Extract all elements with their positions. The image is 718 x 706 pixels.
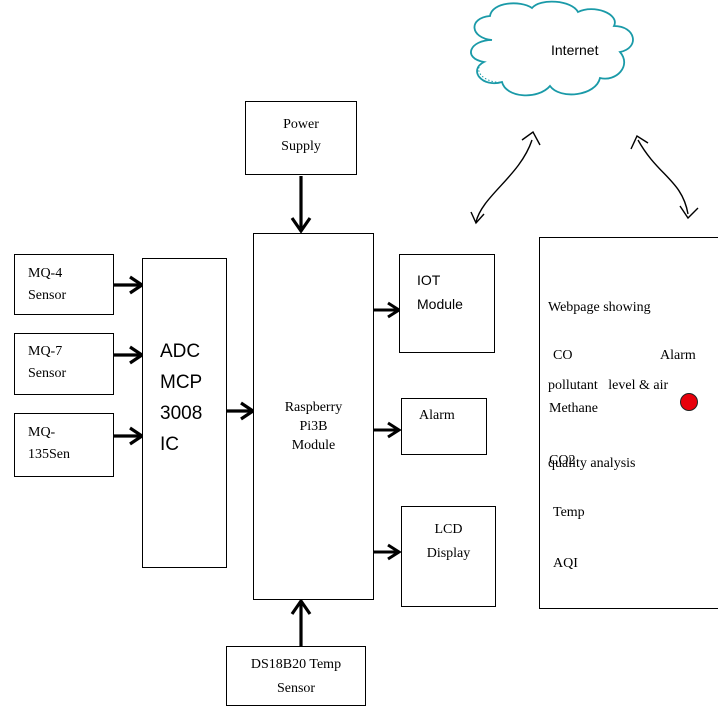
alarm-indicator-dot [680, 393, 698, 411]
bidir-arrow-right [637, 139, 689, 215]
adc-block [142, 258, 227, 568]
webpage-item-aqi: AQI [553, 556, 578, 571]
temp-sensor-label-line1: DS18B20 Temp [250, 657, 342, 672]
webpage-alarm-label: Alarm [660, 348, 696, 363]
adc-label-line1: ADC [160, 341, 201, 362]
mq7-sensor-label: MQ-7 Sensor [28, 341, 66, 385]
webpage-title-line3: quality analysis [548, 456, 636, 471]
lcd-display-block [401, 506, 496, 607]
webpage-title-line1: Webpage showing [548, 300, 651, 315]
webpage-item-temp: Temp [553, 505, 585, 520]
mq4-sensor-block [14, 254, 114, 315]
alarm-block [401, 398, 487, 455]
power-supply-label: Power Supply [245, 114, 357, 158]
raspberry-pi-block [253, 233, 374, 600]
iot-module-block [399, 254, 495, 353]
raspberry-label-line1: Raspberry [284, 400, 343, 415]
power-supply-block [245, 101, 357, 175]
raspberry-pi-label: Raspberry Pi3B Module [253, 398, 374, 455]
temp-sensor-label: DS18B20 Temp Sensor [226, 653, 366, 701]
mq4-sensor-label: MQ-4 Sensor [28, 263, 66, 307]
mq7-label-line2: Sensor [28, 366, 67, 381]
raspberry-label-line3: Module [291, 438, 336, 453]
internet-label: Internet [551, 42, 599, 58]
arrow-power-head [290, 217, 312, 234]
power-supply-label-line2: Supply [281, 139, 321, 154]
temp-sensor-label-line2: Sensor [276, 681, 316, 696]
mq135-label-line1: MQ- [28, 425, 56, 440]
mq135-sensor-block [14, 413, 114, 477]
adc-label-line3: 3008 [160, 403, 203, 424]
webpage-title: Webpage showing pollutant level & air qu… [548, 243, 668, 503]
webpage-item-methane: Methane [549, 401, 598, 416]
webpage-item-co: CO [553, 348, 573, 363]
mq135-label-line2: 135Sen [28, 447, 70, 462]
alarm-label: Alarm [419, 408, 455, 423]
mq7-sensor-block [14, 333, 114, 395]
lcd-label-line2: Display [426, 546, 471, 561]
lcd-label-line1: LCD [434, 522, 463, 537]
webpage-title-line2: pollutant level & air [548, 378, 669, 393]
adc-label-line2: MCP [160, 372, 203, 393]
mq4-label-line2: Sensor [28, 288, 67, 303]
lcd-display-label: LCD Display [401, 518, 496, 566]
mq135-sensor-label: MQ- 135Sen [28, 422, 70, 466]
iot-label-line2: Module [417, 296, 463, 312]
webpage-item-co2: CO2 [549, 453, 576, 468]
power-supply-label-line1: Power [283, 117, 319, 132]
adc-label-line4: IC [160, 434, 179, 455]
webpage-panel [539, 237, 718, 609]
mq4-label-line1: MQ-4 [28, 266, 63, 281]
mq7-label-line1: MQ-7 [28, 344, 63, 359]
internet-cloud-shape [470, 0, 634, 97]
iot-module-label: IOT Module [417, 268, 463, 316]
adc-label: ADC MCP 3008 IC [160, 336, 202, 460]
bidir-arrow-left [475, 139, 533, 223]
iot-label-line1: IOT [417, 272, 441, 288]
raspberry-label-line2: Pi3B [299, 419, 328, 434]
